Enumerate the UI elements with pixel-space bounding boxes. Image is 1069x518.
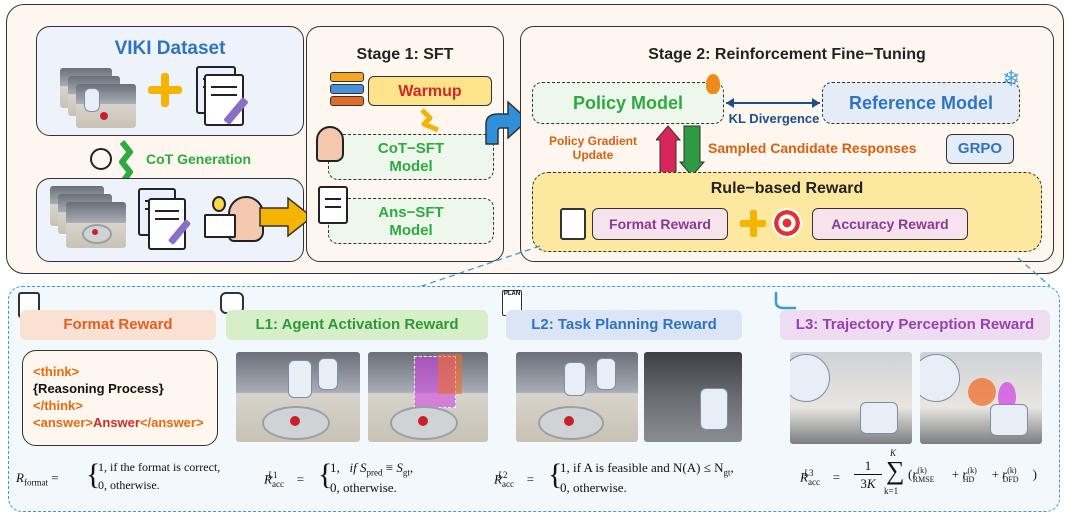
ans-document-icon	[318, 186, 348, 224]
cot-image-3	[66, 202, 126, 248]
snowflake-icon: ❄	[1002, 66, 1021, 91]
answer-open-tag: <answer>	[33, 415, 93, 430]
think-close-tag: </think>	[33, 398, 83, 413]
eq-l2-case1: 1, if A is feasible and N(A) ≤ N	[560, 460, 724, 475]
reference-model-box: Reference Model	[822, 82, 1020, 124]
eq-l3-k: K	[866, 476, 876, 491]
answer-line: <answer>Answer</answer>	[33, 414, 217, 431]
l2-title: L2: Task Planning Reward	[506, 310, 742, 340]
plan-icon: PLAN	[502, 290, 522, 316]
dataset-image-3	[76, 84, 136, 128]
answer-close-tag: </answer>	[139, 415, 204, 430]
plan-tag-label: PLAN	[503, 291, 521, 297]
target-icon	[772, 208, 802, 238]
fire-icon	[706, 74, 720, 94]
eq-l1-case1-val: 1,	[330, 460, 340, 475]
cot-head-icon	[316, 126, 344, 162]
plus-icon-v	[161, 73, 169, 107]
update-arrows-icon	[656, 125, 706, 177]
sampled-candidates-label: Sampled Candidate Responses	[708, 140, 917, 156]
l2-image-2	[644, 352, 742, 442]
eq-l1-case2: 0, otherwise.	[330, 480, 397, 495]
answer-word: Answer	[93, 415, 140, 430]
eq-format-lhs: R	[16, 470, 24, 485]
rule-reward-title: Rule−based Reward	[710, 180, 864, 197]
kl-double-arrow-icon	[726, 98, 820, 108]
warmup-squiggle-icon	[420, 108, 439, 133]
warmup-box: Warmup	[368, 76, 492, 106]
stage1-title: Stage 1: SFT	[356, 46, 454, 63]
l1-image-before	[236, 352, 360, 442]
l3-image-before	[790, 352, 912, 444]
cot-document-icon-front	[148, 198, 186, 250]
lightbulb-icon	[212, 196, 226, 212]
trajectory-icon	[774, 292, 796, 310]
arrow-to-stage2-icon	[485, 100, 530, 145]
eq-format-case2: 0, otherwise.	[98, 478, 160, 492]
eq-l2-case2: 0, otherwise.	[560, 480, 627, 495]
l1-image-after	[368, 352, 488, 442]
kl-divergence-label: KL Divergence	[728, 111, 820, 126]
cot-sft-model-box: CoT−SFT Model	[328, 134, 494, 180]
plus-reward-icon-v	[750, 210, 757, 237]
format-reward-title: Format Reward	[20, 310, 216, 340]
arrow-to-stage1-icon	[259, 196, 314, 238]
eq-l1-case1-cond: if S	[349, 460, 367, 475]
book-icon	[204, 214, 236, 238]
stage2-title: Stage 2: Reinforcement Fine−Tuning	[648, 46, 926, 63]
ans-sft-model-box: Ans−SFT Model	[328, 198, 494, 244]
layers-icon	[330, 72, 364, 82]
squiggle-arrow-icon	[119, 140, 133, 182]
policy-gradient-label: Policy Gradient Update	[548, 134, 638, 162]
cot-sft-label: CoT−SFT Model	[377, 140, 445, 175]
think-open-tag: <think>	[33, 364, 80, 379]
openai-icon	[90, 148, 112, 170]
cot-generation-label: CoT Generation	[146, 151, 252, 167]
l3-title: L3: Trajectory Perception Reward	[780, 310, 1050, 340]
reasoning-process-text: {Reasoning Process}	[33, 381, 164, 396]
eq-l3-r: r	[912, 466, 918, 482]
l2-image-1	[516, 352, 638, 442]
viki-dataset-title: VIKI Dataset	[114, 38, 226, 59]
eq-l3-sum-lower: k=1	[884, 486, 899, 496]
eq-format-case1: 1, if the format is correct,	[98, 460, 221, 474]
grpo-box: GRPO	[946, 134, 1014, 164]
checklist-icon	[560, 208, 586, 240]
ans-sft-label: Ans−SFT Model	[378, 204, 444, 239]
format-reward-box: Format Reward	[592, 208, 728, 240]
layers-icon-bottom	[330, 96, 364, 106]
layers-icon-mid	[330, 84, 364, 94]
policy-model-box: Policy Model	[532, 82, 724, 124]
l1-title: L1: Agent Activation Reward	[226, 310, 488, 340]
eq-format-sub: format	[23, 477, 48, 488]
l3-image-after	[920, 352, 1042, 444]
format-template-box: <think> {Reasoning Process} </think> <an…	[22, 350, 218, 446]
accuracy-reward-box: Accuracy Reward	[812, 208, 968, 240]
